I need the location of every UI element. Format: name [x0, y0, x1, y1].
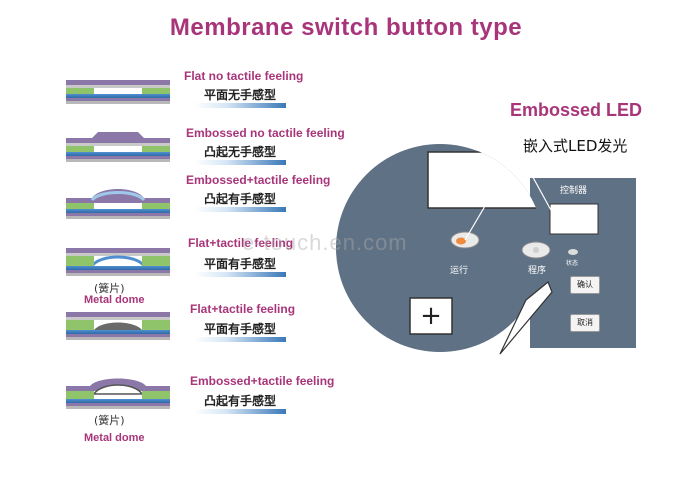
type-underline: [194, 409, 286, 414]
plus-symbol: +: [420, 301, 442, 331]
type-underline: [194, 160, 286, 165]
led-panel-illustration: [336, 144, 636, 355]
section-embossed-no-tactile: [66, 132, 170, 162]
type-underline: [194, 272, 286, 277]
watermark: e-touch.en.com: [242, 230, 408, 255]
section-flat-no-tactile: [66, 80, 170, 104]
page-title: Membrane switch button type: [169, 14, 523, 41]
type-label-en: Embossed no tactile feeling: [186, 126, 345, 140]
plus-button[interactable]: [409, 297, 453, 335]
section-flat-tactile-dome: [66, 248, 170, 276]
type-underline: [194, 207, 286, 212]
status-led: [568, 249, 578, 255]
type-label-en: Embossed+tactile feeling: [190, 374, 335, 388]
type-label-en: Embossed+tactile feeling: [186, 173, 331, 187]
program-label: 程序: [528, 266, 547, 276]
type-label-zh: 凸起有手感型: [204, 192, 277, 206]
section-embossed-tactile: [66, 189, 170, 219]
type-label-zh: 凸起有手感型: [204, 394, 277, 408]
cancel-button[interactable]: 取消: [570, 314, 600, 332]
display-window-small: [549, 203, 599, 235]
type-label-en: Flat+tactile feeling: [190, 302, 296, 316]
dome-label-en: Metal dome: [84, 432, 145, 444]
led-title: Embossed LED: [510, 100, 643, 120]
type-underline: [194, 103, 286, 108]
section-flat-tactile: [66, 312, 170, 340]
confirm-button[interactable]: 确认: [570, 276, 600, 294]
type-label-zh: 凸起无手感型: [204, 145, 277, 159]
type-underline: [194, 337, 286, 342]
callout-line: [517, 149, 553, 213]
section-embossed-tactile-dome: [66, 378, 170, 409]
run-label: 运行: [450, 266, 469, 276]
type-label-zh: 平面有手感型: [204, 257, 277, 271]
callout-line: [464, 149, 519, 241]
led-callout: 嵌入式LED发光: [523, 137, 628, 155]
type-label-zh: 平面有手感型: [204, 322, 277, 336]
dome-label-cn: (簧片): [94, 282, 125, 295]
type-label-en: Flat no tactile feeling: [184, 69, 304, 83]
type-label-en: Flat+tactile feeling: [188, 236, 294, 250]
dome-label-en: Metal dome: [84, 294, 145, 306]
dome-label-cn: (簧片): [94, 414, 125, 427]
panel-header: 控制器: [560, 186, 588, 196]
led-indicator: [456, 237, 466, 245]
status-label: 状态: [566, 260, 579, 267]
type-label-zh: 平面无手感型: [204, 88, 277, 102]
